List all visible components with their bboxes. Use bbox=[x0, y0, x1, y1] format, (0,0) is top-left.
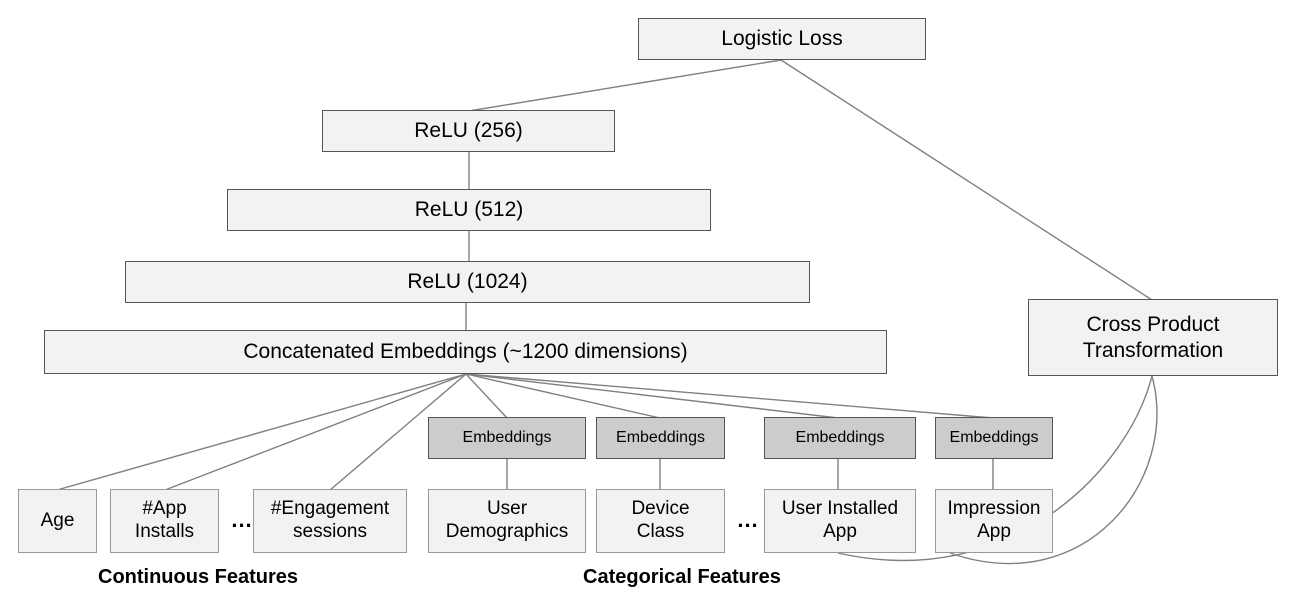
node-relu-512-label: ReLU (512) bbox=[414, 198, 524, 222]
node-feature-engagement-sessions-line1: #Engagement bbox=[270, 498, 390, 520]
node-embeddings-4[interactable]: Embeddings bbox=[935, 417, 1053, 459]
node-feature-user-installed-app[interactable]: User Installed App bbox=[764, 489, 916, 553]
edge-concat-to-age bbox=[56, 373, 467, 491]
node-feature-user-installed-app-line2: App bbox=[823, 521, 857, 542]
node-concatenated-embeddings-label: Concatenated Embeddings (~1200 dimension… bbox=[243, 340, 688, 364]
node-feature-device-class[interactable]: Device Class bbox=[596, 489, 725, 553]
node-feature-impression-app-line2: App bbox=[977, 521, 1011, 542]
categorical-features-ellipsis: ... bbox=[728, 500, 768, 540]
node-feature-app-installs-line1: #App bbox=[142, 498, 187, 520]
node-feature-engagement-sessions[interactable]: #Engagement sessions bbox=[253, 489, 407, 553]
node-relu-256-label: ReLU (256) bbox=[414, 119, 523, 143]
node-embeddings-2[interactable]: Embeddings bbox=[596, 417, 725, 459]
continuous-features-ellipsis-glyph: ... bbox=[231, 507, 253, 532]
edge-concat-to-embeddings-3 bbox=[465, 373, 839, 419]
node-embeddings-1[interactable]: Embeddings bbox=[428, 417, 586, 459]
node-feature-engagement-sessions-line2: sessions bbox=[293, 521, 367, 542]
continuous-features-ellipsis: ... bbox=[222, 500, 262, 540]
node-feature-user-demographics-line1: User bbox=[486, 498, 528, 520]
edge-concat-to-embeddings-1 bbox=[465, 373, 508, 419]
node-embeddings-3-label: Embeddings bbox=[795, 429, 885, 447]
node-relu-1024[interactable]: ReLU (1024) bbox=[125, 261, 810, 303]
node-feature-user-demographics[interactable]: User Demographics bbox=[428, 489, 586, 553]
node-relu-512[interactable]: ReLU (512) bbox=[227, 189, 711, 231]
edge-loss-to-relu256 bbox=[468, 59, 782, 112]
node-feature-age[interactable]: Age bbox=[18, 489, 97, 553]
node-feature-user-installed-app-line1: User Installed bbox=[781, 498, 899, 520]
node-concatenated-embeddings[interactable]: Concatenated Embeddings (~1200 dimension… bbox=[44, 330, 887, 374]
node-logistic-loss-label: Logistic Loss bbox=[721, 27, 843, 51]
node-embeddings-2-label: Embeddings bbox=[616, 429, 705, 447]
group-label-categorical-features-text: Categorical Features bbox=[583, 566, 781, 588]
edge-concat-to-embeddings-4 bbox=[465, 373, 994, 419]
node-cross-product-transformation-line2: Transformation bbox=[1082, 338, 1224, 362]
node-relu-1024-label: ReLU (1024) bbox=[407, 270, 528, 294]
node-feature-age-label: Age bbox=[40, 509, 75, 531]
categorical-features-ellipsis-glyph: ... bbox=[737, 507, 759, 532]
node-logistic-loss[interactable]: Logistic Loss bbox=[638, 18, 926, 60]
node-feature-app-installs[interactable]: #App Installs bbox=[110, 489, 219, 553]
node-embeddings-3[interactable]: Embeddings bbox=[764, 417, 916, 459]
node-embeddings-4-label: Embeddings bbox=[949, 429, 1039, 447]
node-feature-app-installs-line2: Installs bbox=[134, 521, 195, 542]
group-label-categorical-features: Categorical Features bbox=[583, 566, 781, 589]
node-embeddings-1-label: Embeddings bbox=[462, 429, 552, 447]
node-cross-product-transformation-line1: Cross Product bbox=[1086, 313, 1220, 337]
group-label-continuous-features-text: Continuous Features bbox=[98, 566, 299, 588]
node-feature-user-demographics-line2: Demographics bbox=[445, 521, 569, 542]
node-feature-device-class-line1: Device bbox=[631, 498, 690, 520]
edge-concat-to-app-installs bbox=[164, 373, 467, 491]
node-relu-256[interactable]: ReLU (256) bbox=[322, 110, 615, 152]
node-feature-impression-app-line1: Impression bbox=[947, 498, 1041, 520]
node-cross-product-transformation[interactable]: Cross Product Transformation bbox=[1028, 299, 1278, 376]
node-feature-device-class-line2: Class bbox=[636, 521, 685, 542]
edge-concat-to-embeddings-2 bbox=[465, 373, 661, 419]
group-label-continuous-features: Continuous Features bbox=[98, 566, 298, 589]
edge-loss-to-cross-product bbox=[780, 59, 1153, 301]
node-feature-impression-app[interactable]: Impression App bbox=[935, 489, 1053, 553]
